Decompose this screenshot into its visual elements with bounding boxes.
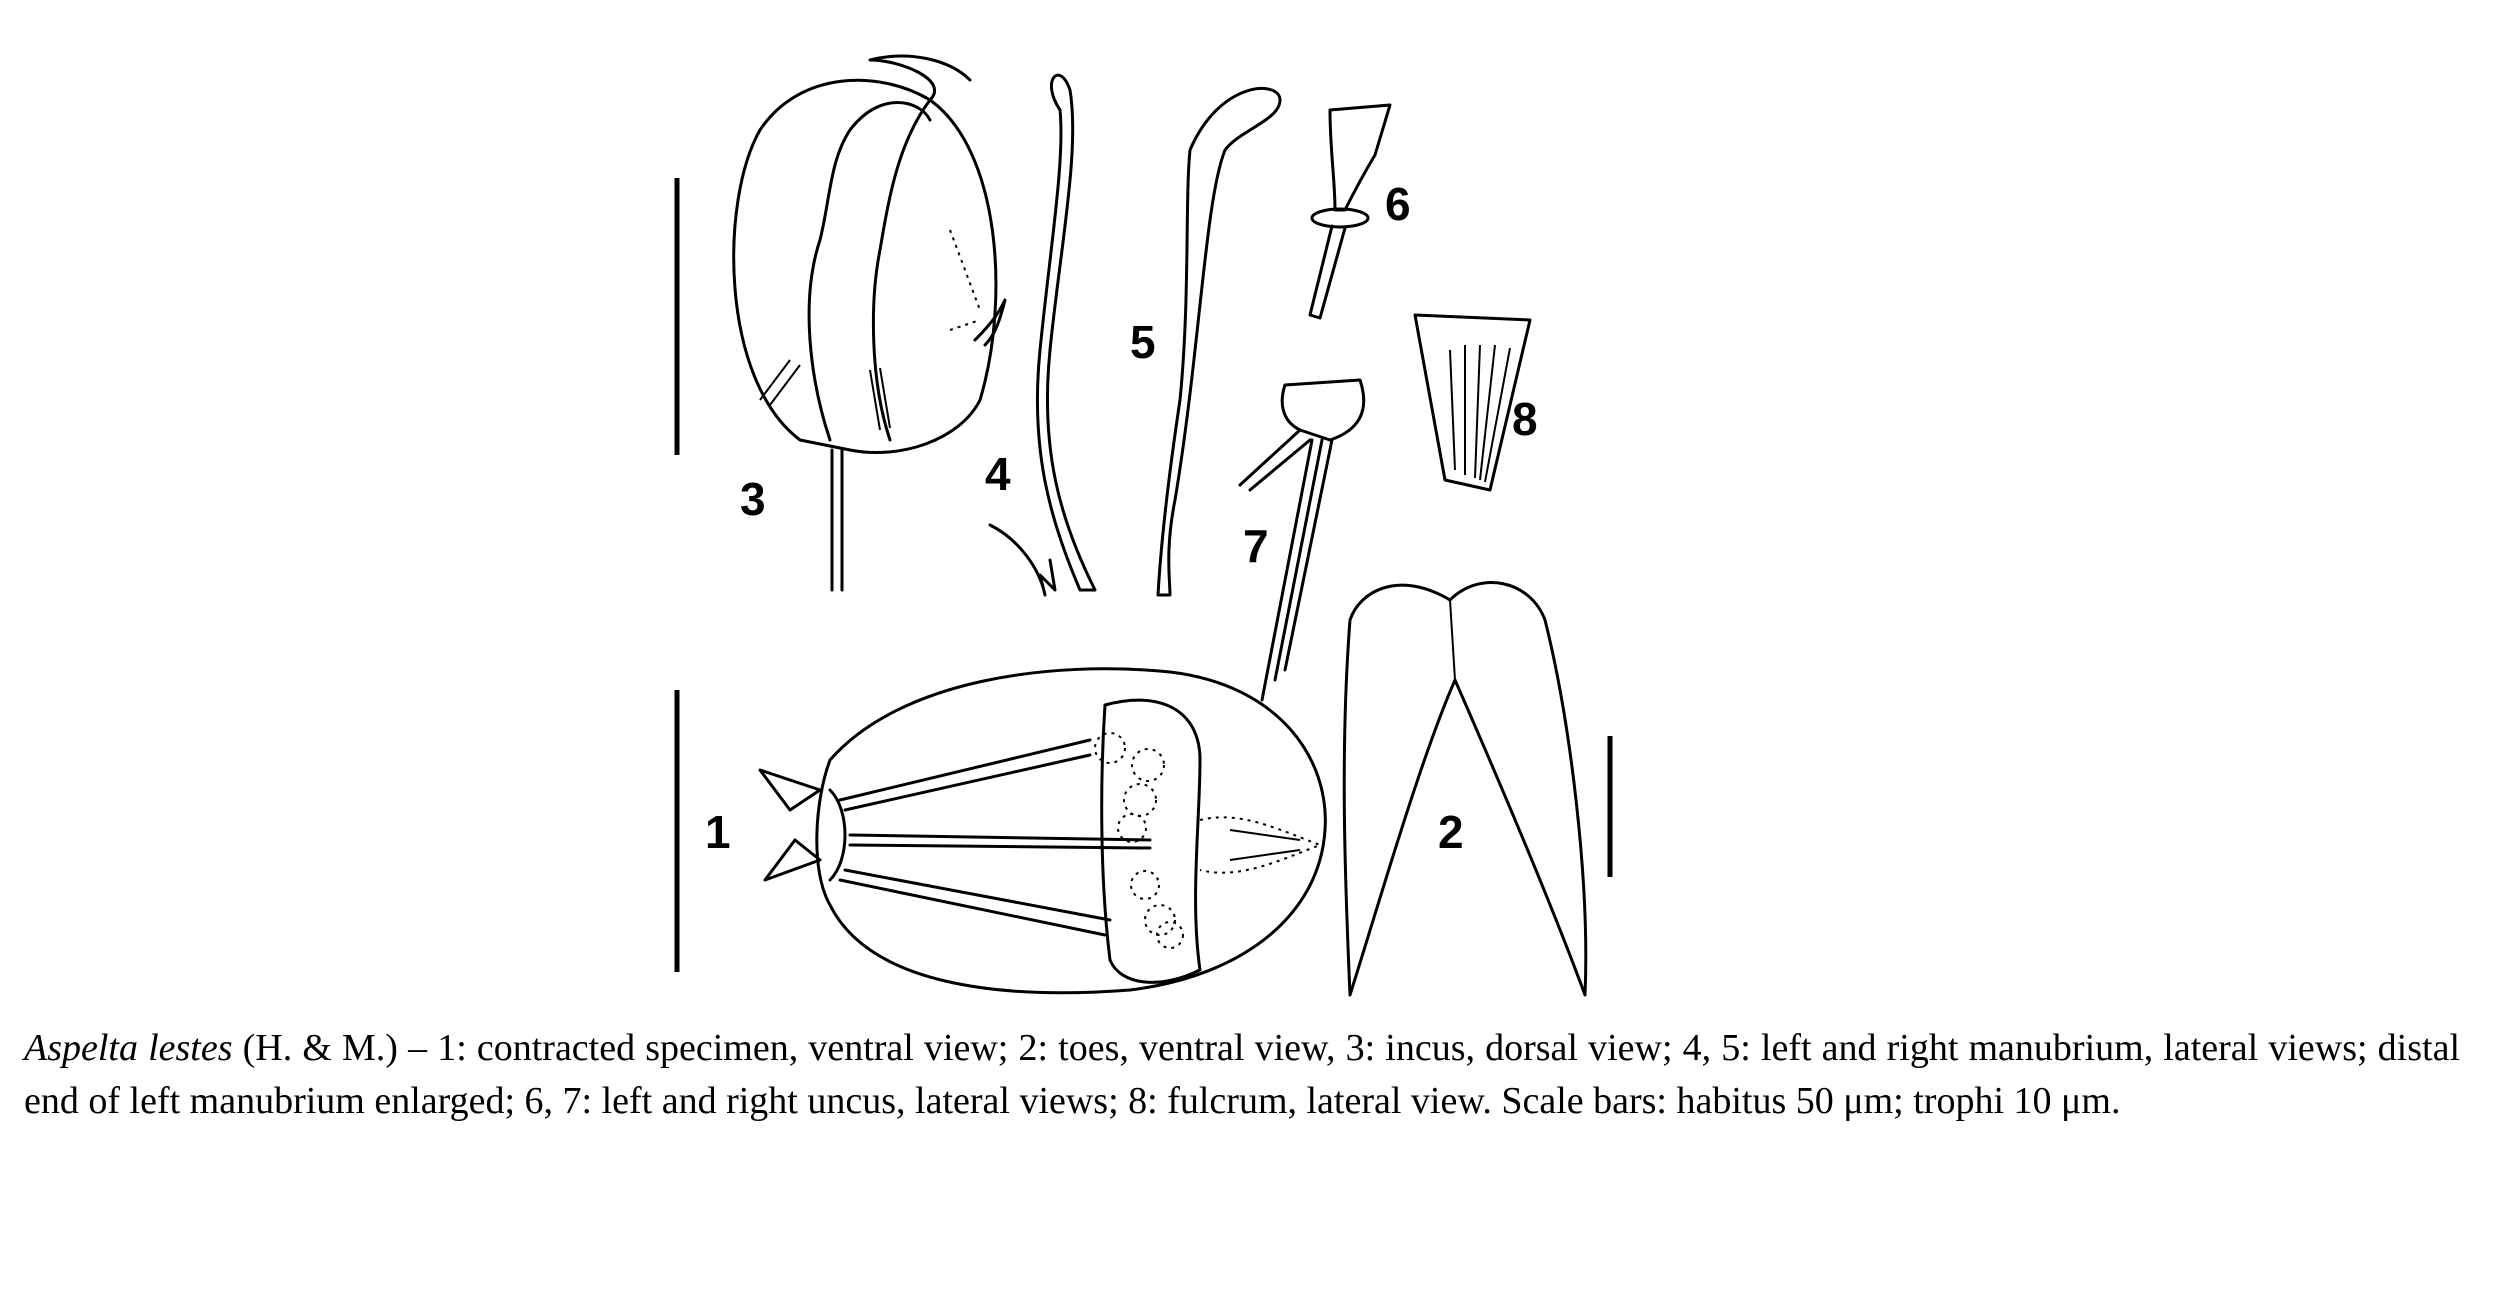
figure-label-3: 3 — [740, 473, 766, 525]
figure-4-left-manubrium-drawing: 4 — [985, 73, 1097, 597]
figure-6-left-uncus-drawing: 6 — [1308, 103, 1411, 320]
figure-2-toes-drawing: 2 — [1342, 581, 1613, 997]
species-figure: 3 4 5 6 8 7 2 — [674, 54, 1613, 997]
figure-label-5: 5 — [1130, 316, 1156, 368]
figure-3-incus-drawing: 3 — [674, 54, 1007, 592]
figure-caption: Aspelta lestes (H. & M.) – 1: contracted… — [24, 1022, 2460, 1128]
figure-label-8: 8 — [1512, 393, 1538, 445]
figure-label-2: 2 — [1438, 806, 1464, 858]
figure-1-habitus-drawing: 1 — [674, 667, 1327, 995]
figure-5-right-manubrium-drawing: 5 — [1130, 87, 1282, 597]
figure-7-right-uncus-drawing: 7 — [1238, 378, 1366, 702]
figure-label-4: 4 — [985, 448, 1011, 500]
figure-label-6: 6 — [1385, 178, 1411, 230]
figure-label-7: 7 — [1243, 520, 1269, 572]
caption-text: (H. & M.) – 1: contracted specimen, vent… — [24, 1027, 2460, 1122]
figure-8-fulcrum-drawing: 8 — [1413, 313, 1538, 492]
species-name: Aspelta lestes — [24, 1027, 233, 1069]
figure-label-1: 1 — [705, 806, 731, 858]
